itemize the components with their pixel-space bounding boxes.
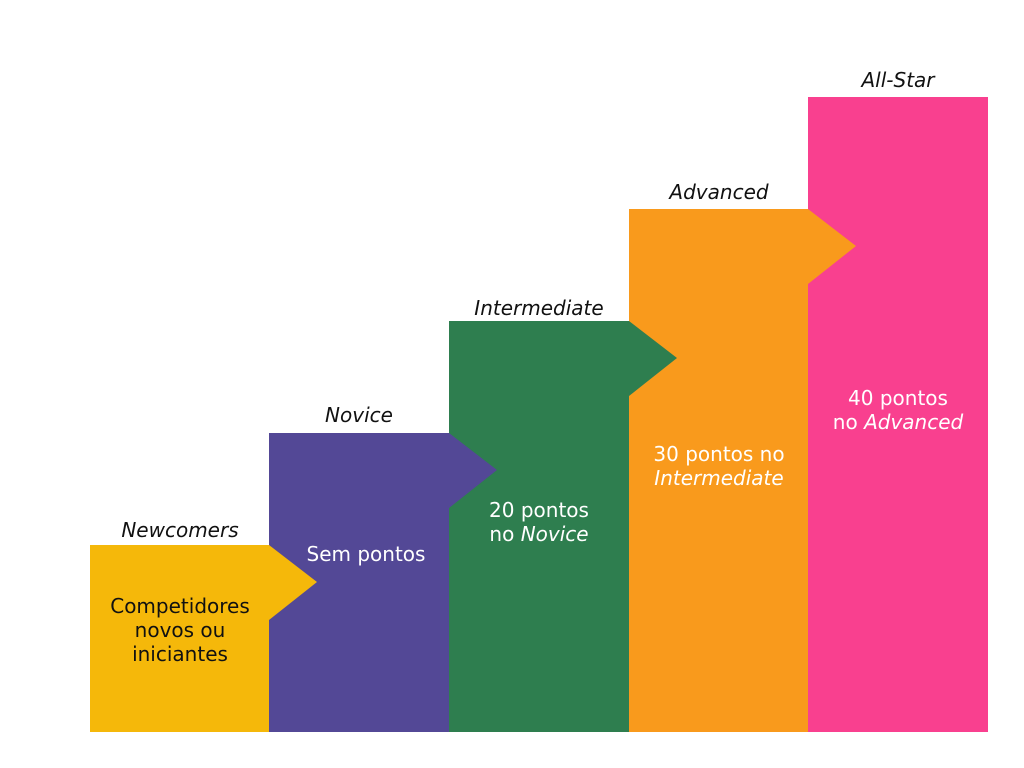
desc-line: 30 pontos no — [629, 442, 809, 466]
desc-text-italic: Intermediate — [654, 466, 784, 490]
level-title-advanced: Advanced — [669, 180, 769, 204]
desc-text-italic: Advanced — [864, 410, 964, 434]
column-all-star — [808, 97, 988, 732]
desc-text-italic: Novice — [520, 522, 589, 546]
desc-text: 20 pontos — [489, 498, 589, 522]
desc-line: no Advanced — [808, 410, 988, 434]
level-title-intermediate: Intermediate — [474, 296, 604, 320]
desc-text: 30 pontos no — [653, 442, 785, 466]
column-intermediate — [449, 321, 677, 732]
desc-text: no — [489, 522, 521, 546]
desc-text: novos ou — [134, 618, 226, 642]
desc-text: 40 pontos — [848, 386, 948, 410]
desc-line: 20 pontos — [449, 498, 629, 522]
level-title-all-star: All-Star — [861, 68, 935, 92]
column-novice — [269, 433, 497, 732]
desc-text: no — [832, 410, 865, 434]
level-desc-intermediate: 20 pontos no Novice — [449, 498, 629, 546]
desc-line: iniciantes — [90, 642, 270, 666]
level-desc-newcomers: Competidores novos ou iniciantes — [90, 594, 270, 666]
desc-text: iniciantes — [132, 642, 228, 666]
level-desc-novice: Sem pontos — [276, 542, 456, 566]
desc-line: Competidores — [90, 594, 270, 618]
desc-line: Intermediate — [629, 466, 809, 490]
column-newcomers — [90, 545, 317, 732]
desc-text: Sem pontos — [306, 542, 426, 566]
level-title-novice: Novice — [325, 403, 393, 427]
desc-line: no Novice — [449, 522, 629, 546]
level-title-newcomers: Newcomers — [121, 518, 239, 542]
desc-line: 40 pontos — [808, 386, 988, 410]
desc-line: novos ou — [90, 618, 270, 642]
level-desc-advanced: 30 pontos no Intermediate — [629, 442, 809, 490]
desc-text: Competidores — [110, 594, 250, 618]
column-advanced — [629, 209, 856, 732]
level-desc-all-star: 40 pontos no Advanced — [808, 386, 988, 434]
desc-line: Sem pontos — [276, 542, 456, 566]
